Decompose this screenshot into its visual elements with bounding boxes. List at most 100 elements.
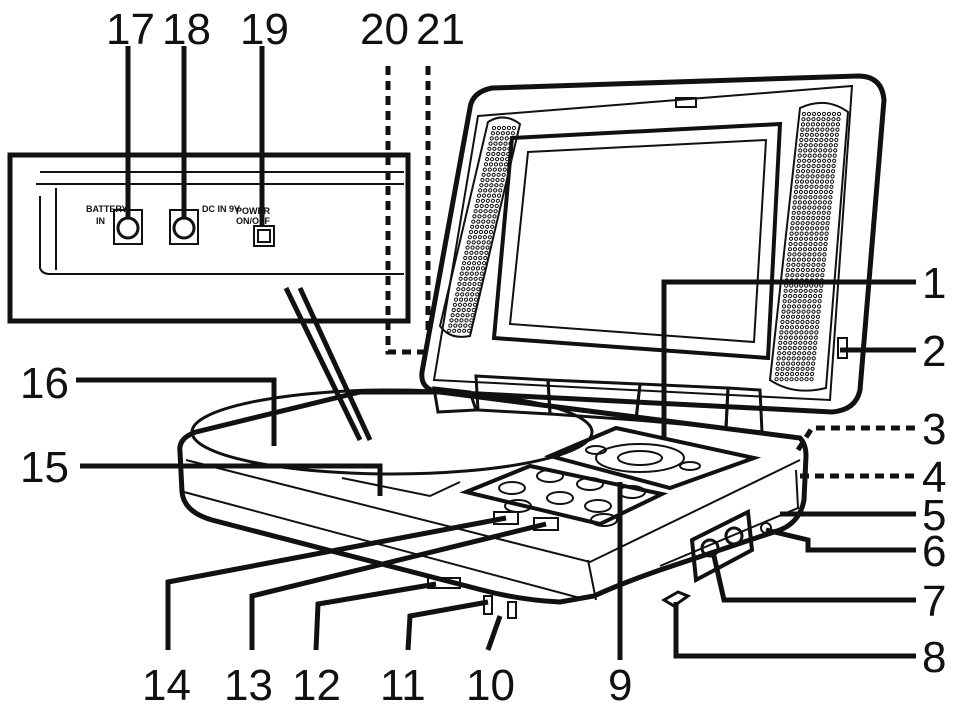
grille-dot xyxy=(798,148,803,153)
grille-dot xyxy=(817,252,822,257)
grille-dot xyxy=(498,188,503,193)
grille-dot xyxy=(509,136,514,141)
grille-dot xyxy=(810,273,815,278)
grille-dot xyxy=(816,210,821,215)
grille-dot xyxy=(470,292,475,297)
callout-1: 1 xyxy=(922,259,946,308)
grille-dot xyxy=(500,131,505,136)
button-13 xyxy=(533,517,559,531)
grille-dot xyxy=(479,250,484,255)
grille-dot xyxy=(486,193,492,198)
grille-dot xyxy=(795,169,801,174)
grille-dot xyxy=(789,371,795,377)
grille-dot xyxy=(810,169,816,174)
label-power-sub: ON/OFF xyxy=(236,216,270,226)
grille-dot xyxy=(463,276,468,281)
grille-dot xyxy=(810,319,815,325)
grille-dot xyxy=(498,162,504,167)
grille-dot xyxy=(797,158,802,163)
grille-dot xyxy=(804,179,810,184)
grille-dot xyxy=(808,293,813,299)
grille-dot xyxy=(802,153,807,158)
grille-dot xyxy=(823,236,829,241)
grille-dot xyxy=(484,183,489,188)
grille-dot xyxy=(794,179,800,184)
grille-dot xyxy=(455,292,460,297)
grille-dot xyxy=(816,111,822,117)
grille-dot xyxy=(828,143,833,148)
grille-dot xyxy=(816,215,821,221)
grille-dot xyxy=(476,219,481,224)
grille-dot xyxy=(820,122,826,127)
grille-dot xyxy=(820,169,826,174)
grille-dot xyxy=(808,340,813,345)
grille-dot xyxy=(803,335,808,340)
grille-dot xyxy=(776,356,781,361)
grille-dot xyxy=(469,250,474,255)
grille-dot xyxy=(784,325,790,330)
grille-dot xyxy=(809,137,814,143)
grille-dot xyxy=(785,267,790,273)
grille-dot xyxy=(794,330,799,335)
grille-dot xyxy=(808,335,813,340)
grille-dot xyxy=(794,231,799,236)
grille-dot xyxy=(786,262,791,267)
grille-dot xyxy=(815,314,821,319)
grille-dot xyxy=(463,255,468,261)
grille-dot xyxy=(462,261,467,266)
grille-dot xyxy=(485,177,490,183)
grille-dot xyxy=(787,247,793,252)
grille-dot xyxy=(801,304,807,309)
grille-dot xyxy=(453,323,458,328)
grille-dot xyxy=(477,281,482,287)
grille-dot xyxy=(817,200,822,205)
grille-dot xyxy=(781,309,786,314)
grille-dot xyxy=(818,236,824,241)
grille-dot xyxy=(476,240,481,245)
grille-dot xyxy=(809,330,814,335)
grille-dot xyxy=(790,267,795,273)
grille-dot xyxy=(827,205,832,210)
grille-dot xyxy=(495,157,500,162)
grille-dot xyxy=(807,345,812,351)
grille-dot xyxy=(778,340,783,345)
label-power: POWER xyxy=(236,206,271,216)
grille-dot xyxy=(813,195,818,200)
grille-dot xyxy=(810,226,815,231)
grille-dot xyxy=(502,146,507,151)
grille-dot xyxy=(832,158,837,163)
grille-dot xyxy=(812,158,817,163)
grille-dot xyxy=(473,229,479,235)
grille-dot xyxy=(781,356,786,361)
grille-dot xyxy=(825,226,830,231)
grille-dot xyxy=(469,318,474,323)
grille-dot xyxy=(801,117,806,122)
grille-dot xyxy=(814,179,820,184)
grille-dot xyxy=(803,236,809,241)
grille-dot xyxy=(501,151,506,157)
grille-dot xyxy=(804,377,809,382)
grille-dot xyxy=(797,345,802,351)
grille-dot xyxy=(452,328,457,333)
callout-21: 21 xyxy=(416,5,465,54)
grille-dot xyxy=(463,323,468,328)
grille-dot xyxy=(450,313,455,318)
grille-dot xyxy=(491,172,496,177)
grille-dot xyxy=(825,122,831,127)
grille-dot xyxy=(459,271,464,276)
callout-4: 4 xyxy=(922,453,946,502)
grille-dot xyxy=(483,255,488,261)
grille-dot xyxy=(805,169,811,174)
grille-dot xyxy=(791,361,796,366)
grille-dot xyxy=(832,153,837,158)
grille-dot xyxy=(801,163,806,169)
grille-dot xyxy=(830,174,835,179)
grille-dot xyxy=(780,319,785,325)
callout-10: 10 xyxy=(466,661,515,709)
grille-dot xyxy=(826,210,831,215)
grille-dot xyxy=(824,137,829,143)
grille-dot xyxy=(785,366,790,371)
grille-dot xyxy=(794,371,800,377)
grille-dot xyxy=(811,361,816,366)
grille-dot xyxy=(795,267,800,273)
